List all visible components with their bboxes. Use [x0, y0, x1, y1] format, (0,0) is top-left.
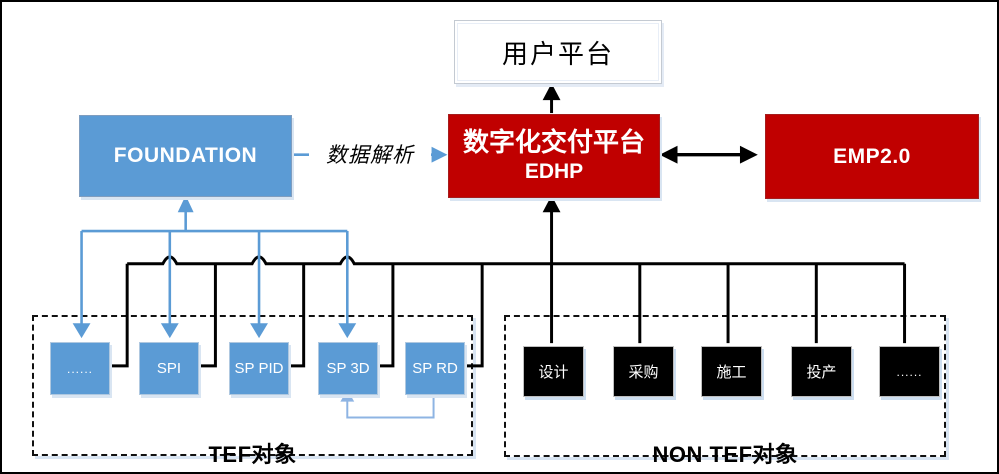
- edge-bus-to-tef-dots: [111, 263, 129, 368]
- non-tef-item-touchan: 投产: [791, 346, 852, 397]
- non-tef-item-caigou-label: 采购: [628, 364, 659, 381]
- tef-item-spi: SPI: [139, 342, 199, 395]
- edge-bus-to-sprd: [463, 263, 484, 368]
- edhp-title: 数字化交付平台: [462, 127, 645, 158]
- non-tef-item-dots-label: ......: [896, 364, 923, 379]
- foundation-label: FOUNDATION: [113, 144, 258, 167]
- emp2-node: EMP2.0: [765, 114, 979, 199]
- tef-item-spi-label: SPI: [156, 360, 182, 377]
- arrow-up-foundation-icon: [177, 195, 194, 213]
- non-tef-item-sheji-label: 设计: [538, 364, 569, 381]
- non-tef-item-sheji: 设计: [523, 346, 584, 397]
- tef-item-sprd: SP RD: [405, 342, 465, 395]
- arrow-down-tef-dots-icon: [72, 323, 91, 339]
- edge-bus-to-sp3d: [378, 263, 395, 368]
- emp2-label: EMP2.0: [833, 144, 911, 168]
- arrow-up-edhp-icon: [542, 195, 561, 213]
- edge-sprd-to-sp3d: [346, 390, 435, 419]
- non-tef-item-shigong-label: 施工: [716, 364, 747, 381]
- non-tef-item-touchan-label: 投产: [806, 364, 837, 381]
- arrow-left-edhp-icon: [659, 145, 678, 164]
- non-tef-item-dots: ......: [879, 346, 940, 397]
- tef-item-sp3d: SP 3D: [318, 342, 378, 395]
- arrow-down-sppid-icon: [250, 323, 268, 339]
- arrow-up-sp3d-icon: [340, 389, 355, 402]
- user-platform-node: 用户平台: [454, 20, 662, 84]
- non-tef-item-shigong: 施工: [701, 346, 762, 397]
- tef-item-sppid: SP PID: [229, 342, 289, 395]
- black-bus-line: [127, 255, 905, 266]
- arrow-right-edhp-blue-icon: [431, 146, 448, 163]
- data-parse-edge-label: 数据解析: [309, 135, 431, 176]
- edge-bus-to-sppid: [288, 263, 306, 368]
- edge-bus-to-spi: [199, 263, 217, 368]
- arrow-right-emp-icon: [739, 145, 758, 164]
- non-tef-group-label: NON TEF对象: [652, 442, 798, 467]
- tef-item-sprd-label: SP RD: [412, 360, 458, 377]
- tef-item-dots-label: ......: [66, 361, 93, 376]
- user-platform-label: 用户平台: [501, 39, 614, 70]
- arrow-down-sp3d-icon: [338, 323, 357, 339]
- arrow-down-spi-icon: [160, 323, 179, 339]
- tef-group-label: TEF对象: [208, 442, 297, 467]
- non-tef-item-caigou: 采购: [613, 346, 674, 397]
- arrow-up-user-platform-icon: [542, 83, 561, 101]
- tef-item-sppid-label: SP PID: [234, 360, 284, 377]
- edhp-subtitle: EDHP: [524, 160, 584, 184]
- edhp-node: 数字化交付平台 EDHP: [448, 114, 660, 198]
- tef-item-dots: ......: [50, 342, 110, 395]
- tef-item-sp3d-label: SP 3D: [326, 360, 370, 377]
- foundation-node: FOUNDATION: [79, 115, 292, 197]
